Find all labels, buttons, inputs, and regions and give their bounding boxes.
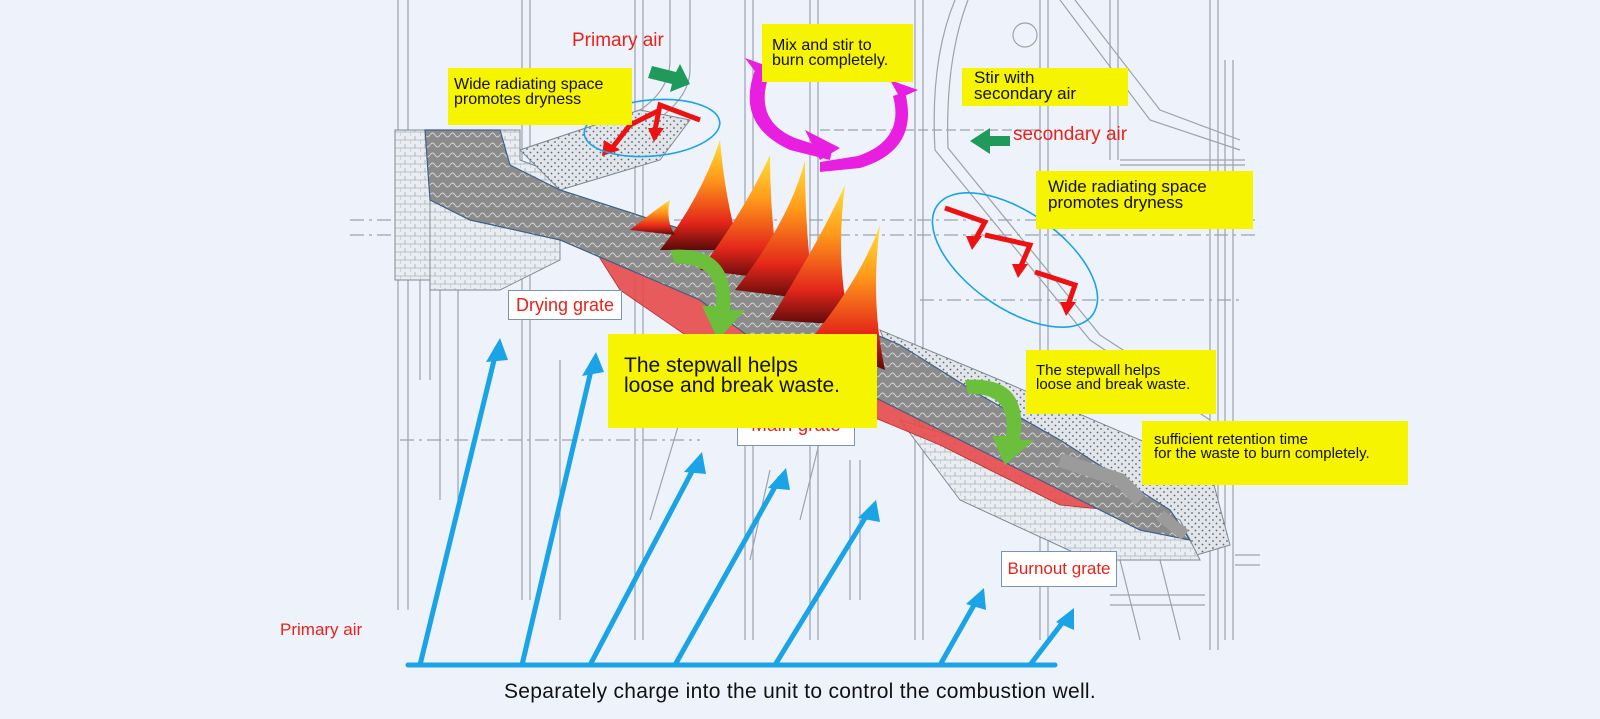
green-curved-arrow-icon [670,249,1034,465]
callout-radiating-right: Wide radiating space promotes dryness [1036,171,1253,229]
callout-retention-line1: sufficient retention time [1154,431,1308,448]
callout-radiating-left: Wide radiating space promotes dryness [448,68,632,125]
primary-air-bottom-label: Primary air [280,620,363,639]
callout-mix-stir-line1: Mix and stir to [772,37,872,54]
red-zigzag-arrow-icon [610,101,1079,306]
callout-stir-secondary-line1: Stir with [974,68,1035,87]
callout-mix-stir-line2: burn completely. [772,52,889,70]
callout-stir-secondary-line2: secondary air [974,84,1077,104]
burnout-grate-label: Burnout grate [1001,551,1117,587]
callout-stir-secondary: Stir with secondary air [962,68,1128,106]
callout-radiating-left-line1: Wide radiating space [454,76,604,93]
callout-stepwall-left-line1: The stepwall helps [624,354,798,377]
callout-radiating-left-line2: promotes dryness [454,91,582,109]
flame-icon [630,140,885,370]
diagram-caption: Separately charge into the unit to contr… [503,680,1097,703]
callout-stepwall-right-line2: loose and break waste. [1036,376,1191,394]
blue-air-arrowheads [486,338,1074,630]
callout-mix-stir: Mix and stir to burn completely. [762,24,913,82]
callout-radiating-right-line1: Wide radiating space [1048,177,1207,196]
callout-stepwall-right: The stepwall helps loose and break waste… [1026,350,1216,414]
drying-grate-label: Drying grate [508,290,622,320]
blue-air-arrow-icon [405,345,1069,668]
callout-retention: sufficient retention time for the waste … [1142,421,1408,485]
secondary-air-label: secondary air [1013,124,1128,145]
green-arrow-icon [648,64,1010,154]
callout-stepwall-left-line2: loose and break waste. [624,373,840,397]
callout-radiating-right-line2: promotes dryness [1048,193,1184,213]
callout-stepwall-right-line1: The stepwall helps [1036,362,1161,379]
callout-stepwall-left: The stepwall helps loose and break waste… [608,334,877,428]
callout-retention-line2: for the waste to burn completely. [1154,445,1370,463]
primary-air-top-label: Primary air [572,30,664,51]
